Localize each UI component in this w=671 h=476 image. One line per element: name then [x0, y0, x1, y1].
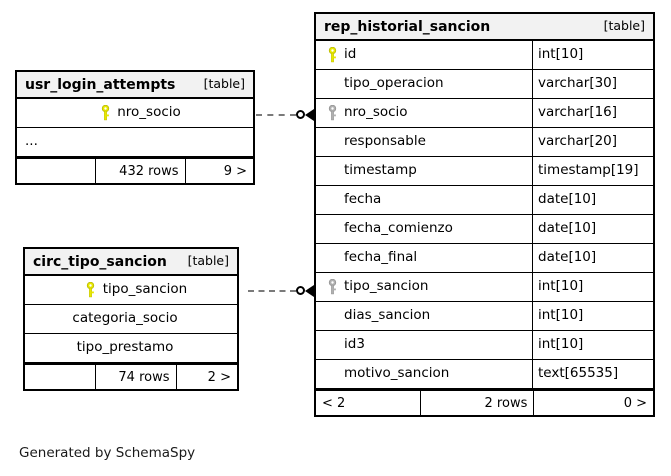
table-header-rep-historial-sancion: rep_historial_sancion [table] — [316, 14, 653, 41]
table-footer-usr-login-attempts: 432 rows 9 > — [17, 157, 253, 183]
table-row[interactable]: fecha_final date[10] — [316, 244, 653, 273]
column-type: date[10] — [532, 186, 653, 214]
column-type: int[10] — [532, 41, 653, 69]
column-type: varchar[30] — [532, 70, 653, 98]
table-row[interactable]: timestamp timestamp[19] — [316, 157, 653, 186]
table-row[interactable]: fecha date[10] — [316, 186, 653, 215]
table-footer-rep-historial-sancion: < 2 2 rows 0 > — [316, 389, 653, 415]
column-type: timestamp[19] — [532, 157, 653, 185]
column-name: tipo_operacion — [344, 75, 444, 92]
column-type: int[10] — [532, 302, 653, 330]
table-name: circ_tipo_sancion — [33, 253, 167, 270]
table-name: usr_login_attempts — [25, 76, 176, 93]
table-name: rep_historial_sancion — [324, 18, 491, 35]
column-type: int[10] — [532, 273, 653, 301]
column-name-ellipsis: ... — [25, 133, 38, 150]
table-row[interactable]: nro_socio varchar[16] — [316, 99, 653, 128]
column-cell: timestamp — [316, 157, 532, 185]
foreign-key-icon — [322, 105, 342, 121]
column-cell: id3 — [316, 331, 532, 359]
foreign-key-icon — [322, 279, 342, 295]
column-type: varchar[20] — [532, 128, 653, 156]
table-row[interactable]: id int[10] — [316, 41, 653, 70]
footer-row-count: 74 rows — [94, 365, 176, 389]
column-type: date[10] — [532, 215, 653, 243]
relationship-arrow-icon — [305, 109, 314, 121]
relationship-line — [248, 290, 296, 292]
column-cell: dias_sancion — [316, 302, 532, 330]
footer-child-count[interactable]: 2 > — [175, 365, 237, 389]
table-type-tag: [table] — [187, 253, 229, 269]
column-cell: fecha — [316, 186, 532, 214]
table-row[interactable]: tipo_sancion int[10] — [316, 273, 653, 302]
column-type: int[10] — [532, 331, 653, 359]
footer-row-count: 432 rows — [94, 159, 185, 183]
table-row[interactable]: tipo_sancion — [25, 276, 237, 305]
column-cell: tipo_prestamo — [25, 334, 237, 362]
column-cell: motivo_sancion — [316, 360, 532, 388]
column-name: fecha_comienzo — [344, 220, 453, 237]
column-name: timestamp — [344, 162, 417, 179]
relationship-zero-marker — [296, 286, 305, 295]
relationship-line — [256, 114, 296, 116]
table-row[interactable]: nro_socio — [17, 99, 253, 128]
column-cell: fecha_final — [316, 244, 532, 272]
table-row[interactable]: responsable varchar[20] — [316, 128, 653, 157]
column-cell: nro_socio — [316, 99, 532, 127]
table-footer-circ-tipo-sancion: 74 rows 2 > — [25, 363, 237, 389]
primary-key-icon — [95, 105, 115, 121]
table-row[interactable]: motivo_sancion text[65535] — [316, 360, 653, 389]
column-cell: id — [316, 41, 532, 69]
column-name: id — [344, 46, 357, 63]
footer-parent-count[interactable]: < 2 — [322, 395, 346, 411]
footer-parent-count[interactable] — [17, 159, 95, 183]
table-row[interactable]: id3 int[10] — [316, 331, 653, 360]
footer-parent-count[interactable] — [25, 365, 95, 389]
column-type: text[65535] — [532, 360, 653, 388]
column-type: varchar[16] — [532, 99, 653, 127]
column-cell: categoria_socio — [25, 305, 237, 333]
table-row[interactable]: dias_sancion int[10] — [316, 302, 653, 331]
table-row[interactable]: tipo_prestamo — [25, 334, 237, 363]
column-name: nro_socio — [117, 104, 181, 121]
footer-child-count[interactable]: 9 > — [184, 159, 253, 183]
column-name: tipo_prestamo — [76, 339, 174, 356]
table-row[interactable]: ... — [17, 128, 253, 157]
column-cell: nro_socio — [17, 99, 253, 127]
table-rep-historial-sancion[interactable]: rep_historial_sancion [table] id int[10] — [314, 12, 655, 417]
column-cell: tipo_sancion — [25, 276, 237, 304]
table-row[interactable]: categoria_socio — [25, 305, 237, 334]
relationship-arrow-icon — [305, 285, 314, 297]
column-name: tipo_sancion — [344, 278, 429, 295]
table-row[interactable]: fecha_comienzo date[10] — [316, 215, 653, 244]
column-name: fecha_final — [344, 249, 418, 266]
column-type: date[10] — [532, 244, 653, 272]
table-type-tag: [table] — [603, 18, 645, 34]
table-header-usr-login-attempts: usr_login_attempts [table] — [17, 72, 253, 99]
table-header-circ-tipo-sancion: circ_tipo_sancion [table] — [25, 249, 237, 276]
column-name: nro_socio — [344, 104, 408, 121]
column-name: id3 — [344, 336, 365, 353]
column-name: fecha — [344, 191, 382, 208]
column-cell: tipo_operacion — [316, 70, 532, 98]
column-cell: ... — [17, 128, 253, 156]
table-circ-tipo-sancion[interactable]: circ_tipo_sancion [table] tipo_sancion c… — [23, 247, 239, 391]
column-name: categoria_socio — [72, 310, 178, 327]
column-cell: fecha_comienzo — [316, 215, 532, 243]
column-cell: tipo_sancion — [316, 273, 532, 301]
column-name: motivo_sancion — [344, 365, 450, 382]
table-type-tag: [table] — [203, 76, 245, 92]
column-cell: responsable — [316, 128, 532, 156]
footer-row-count: 2 rows — [420, 391, 533, 415]
primary-key-icon — [322, 47, 342, 63]
primary-key-icon — [81, 282, 101, 298]
table-row[interactable]: tipo_operacion varchar[30] — [316, 70, 653, 99]
relationship-zero-marker — [296, 110, 305, 119]
column-name: tipo_sancion — [102, 281, 188, 298]
footer-child-count[interactable]: 0 > — [533, 391, 653, 415]
column-name: responsable — [344, 133, 426, 150]
generated-by-caption: Generated by SchemaSpy — [19, 445, 196, 461]
table-usr-login-attempts[interactable]: usr_login_attempts [table] nro_socio ... — [15, 70, 255, 185]
column-name: dias_sancion — [344, 307, 431, 324]
